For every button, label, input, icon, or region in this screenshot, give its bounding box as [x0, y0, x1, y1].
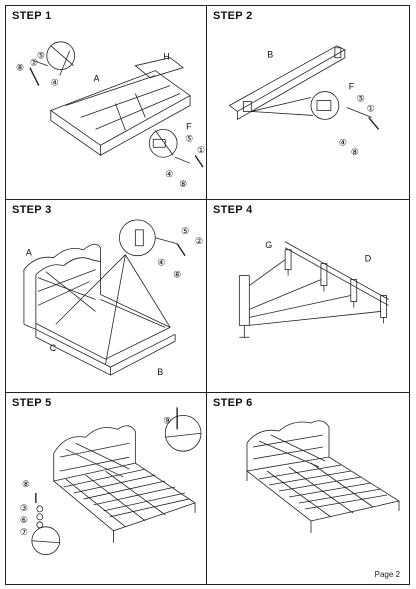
bolt-label-4: ④: [157, 258, 165, 268]
bolt-label-9: ⑨: [163, 415, 171, 425]
bolt-label-5: ⑤: [357, 94, 365, 104]
part-label-b: B: [267, 50, 273, 60]
part-label-f: F: [186, 121, 192, 131]
bolt-label-7: ⑦: [20, 527, 28, 537]
bolt-label-3: ③: [20, 503, 28, 513]
step-2-illustration: B F ⑤ ① ④ ⑧: [228, 45, 380, 157]
step-4-illustration: G D: [238, 240, 389, 338]
step-6-title: STEP 6: [213, 397, 253, 409]
step-5-title: STEP 5: [12, 397, 52, 409]
part-label-f: F: [349, 82, 355, 92]
bolt-label-8: ⑧: [22, 479, 30, 489]
step-1-title: STEP 1: [12, 10, 52, 22]
part-label-g: G: [265, 240, 272, 250]
bolt-label-6: ⑥: [20, 515, 28, 525]
part-label-h: H: [163, 52, 169, 62]
steps-grid: STEP 1: [5, 5, 410, 585]
step-3-illustration: A C B ⑤ ② ④ ⑧: [23, 219, 203, 377]
step-4-panel: STEP 4: [207, 200, 409, 393]
step-5-illustration: ⑨ ⑧ ③ ⑥ ⑦: [20, 407, 202, 556]
bolt-label-1b: ①: [197, 145, 205, 155]
step-5-panel: STEP 5: [6, 393, 207, 584]
bolt-label-4: ④: [51, 78, 59, 88]
bolt-label-5b: ⑤: [185, 133, 193, 143]
part-label-b: B: [157, 367, 163, 377]
page-number: Page 2: [374, 570, 400, 579]
step-1-illustration: A H F ⑤ ① ④ ⑧ ⑤ ① ④ ⑧: [16, 41, 205, 189]
step-4-title: STEP 4: [213, 204, 253, 216]
part-label-c: C: [50, 343, 57, 353]
bolt-label-2: ②: [195, 236, 203, 246]
step-3-title: STEP 3: [12, 204, 52, 216]
bolt-label-4: ④: [339, 137, 347, 147]
step-2-title: STEP 2: [213, 10, 253, 22]
bolt-label-8: ⑧: [351, 147, 359, 157]
step-6-panel: STEP 6: [207, 393, 409, 584]
step-2-panel: STEP 2 B: [207, 6, 409, 200]
part-label-a: A: [26, 248, 32, 258]
step-1-panel: STEP 1: [6, 6, 207, 200]
part-label-a: A: [94, 74, 100, 84]
step-6-illustration: [246, 420, 401, 533]
bolt-label-4b: ④: [165, 169, 173, 179]
bolt-label-8: ⑧: [173, 270, 181, 280]
bolt-label-8: ⑧: [16, 63, 24, 73]
bolt-label-5: ⑤: [37, 51, 45, 61]
bolt-label-1: ①: [367, 103, 375, 113]
bolt-label-5: ⑤: [181, 226, 189, 236]
step-3-panel: STEP 3: [6, 200, 207, 393]
bolt-label-8b: ⑧: [179, 179, 187, 189]
bolt-label-1: ①: [30, 58, 38, 68]
part-label-d: D: [365, 254, 372, 264]
